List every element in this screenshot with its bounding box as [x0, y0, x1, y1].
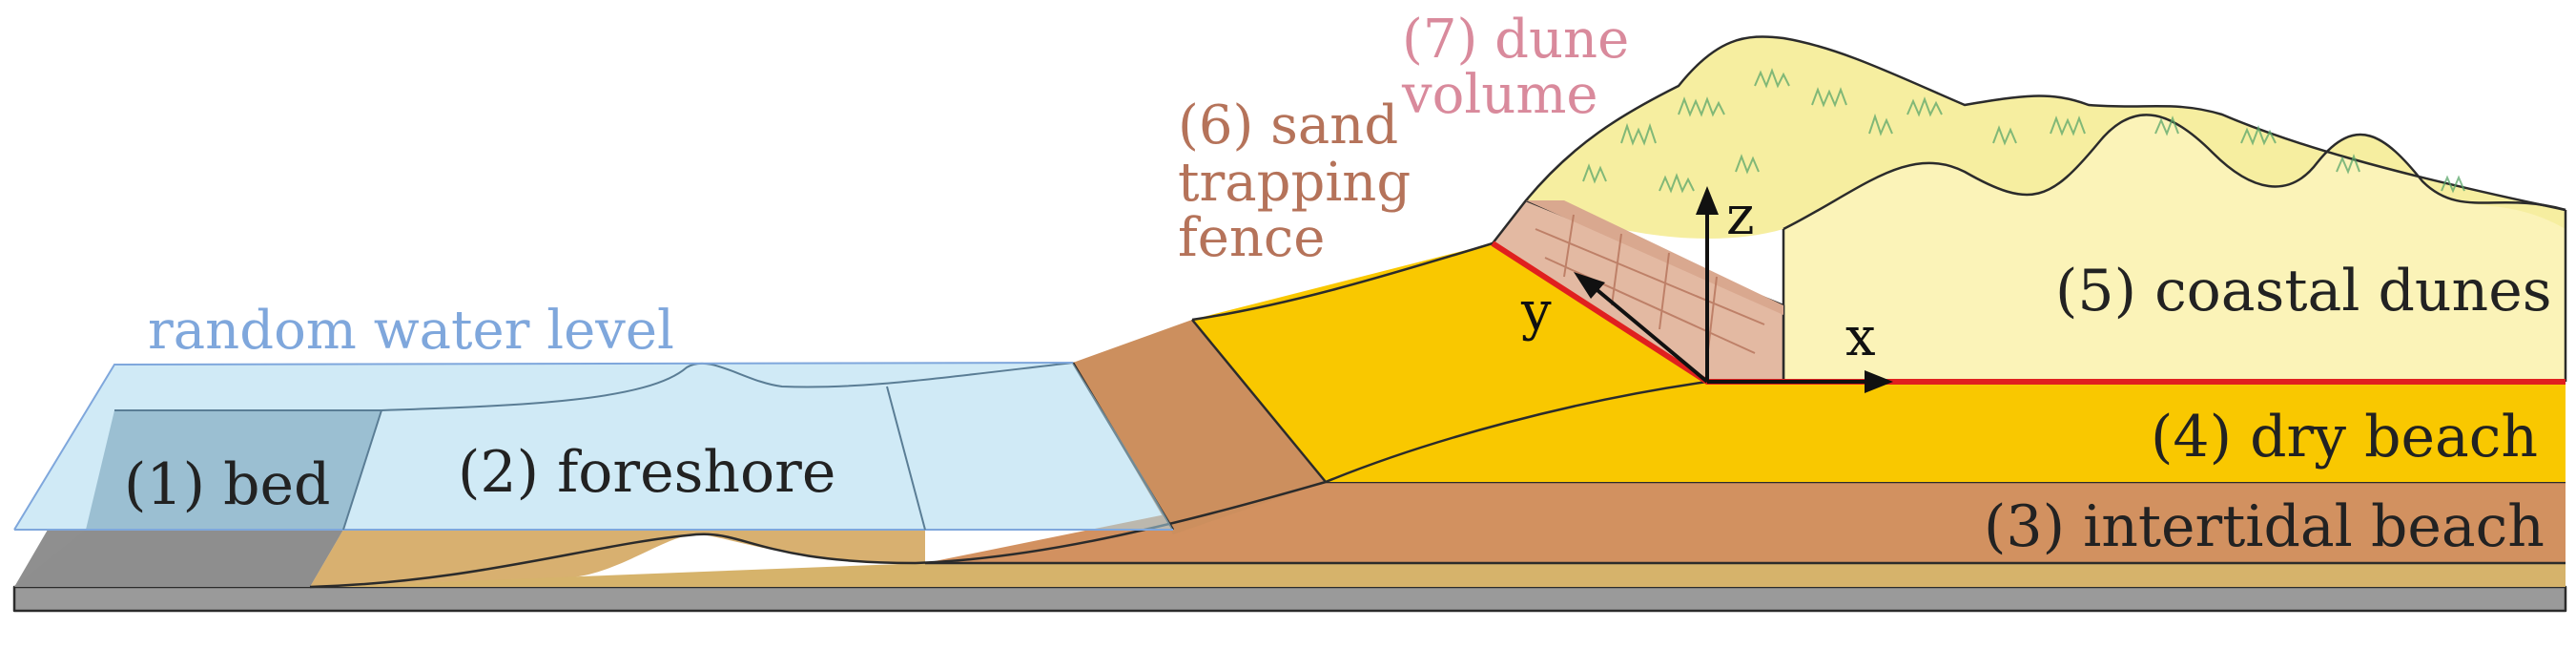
dune-grass	[1582, 68, 2465, 194]
x-axis-arrow	[1865, 370, 1893, 393]
coordinate-axes	[1574, 186, 1893, 393]
sand-trapping-fence	[1491, 199, 1785, 384]
label-axis-x: x	[1845, 306, 1876, 368]
y-axis-arrow	[1574, 272, 1605, 299]
water-body	[13, 362, 1173, 531]
intertidal-slope	[1073, 320, 1326, 534]
foreshore-sand	[309, 530, 2566, 589]
coastal-dunes	[1525, 35, 2567, 382]
label-sand-trapping-fence-2: trapping	[1178, 152, 1411, 214]
label-axis-z: z	[1726, 185, 1755, 247]
label-dune-volume-2: volume	[1401, 64, 1598, 126]
label-dry-beach: (4) dry beach	[2151, 404, 2538, 470]
y-axis-line	[1591, 284, 1709, 384]
intertidal-front	[925, 482, 2566, 563]
label-dune-volume-1: (7) dune	[1402, 9, 1629, 71]
label-water-level: random water level	[148, 300, 674, 362]
intertidal-beach	[915, 320, 2566, 565]
label-sand-trapping-fence-3: fence	[1178, 207, 1325, 269]
z-axis-arrow	[1696, 186, 1719, 215]
label-sand-trapping-fence-1: (6) sand	[1178, 94, 1398, 157]
label-axis-y: y	[1520, 281, 1552, 343]
label-bed: (1) bed	[124, 451, 330, 518]
label-intertidal-beach: (3) intertidal beach	[1984, 493, 2545, 560]
labels: random water level (1) bed (2) foreshore…	[124, 9, 2552, 560]
dry-beach	[1191, 241, 2566, 484]
label-foreshore: (2) foreshore	[458, 439, 835, 506]
label-coastal-dunes: (5) coastal dunes	[2055, 258, 2552, 324]
